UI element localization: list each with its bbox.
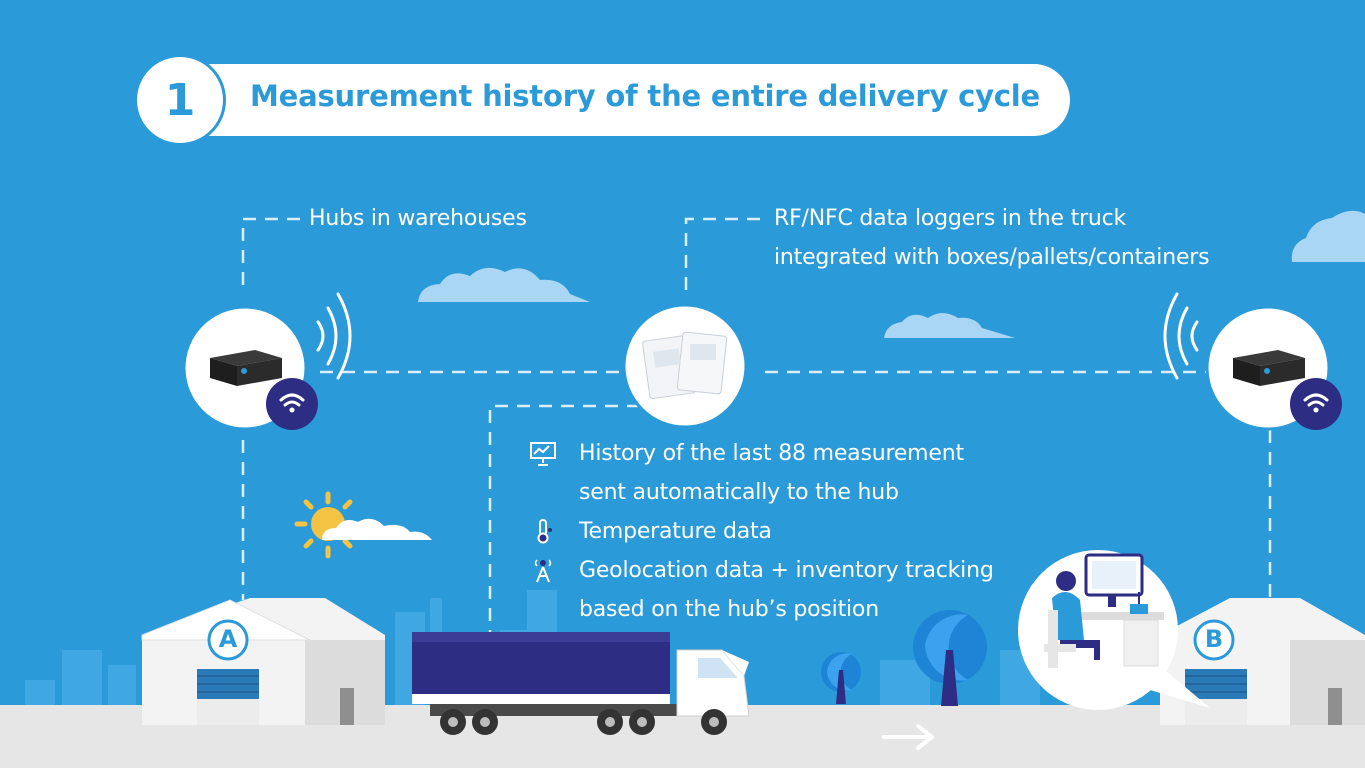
history-text-line1: History of the last 88 measurement (579, 441, 964, 466)
warehouse-a-label: A (218, 625, 238, 653)
step-number-badge: 1 (137, 57, 223, 143)
thermometer-icon (537, 519, 552, 544)
warehouse-a (141, 598, 385, 725)
page-title: Measurement history of the entire delive… (250, 79, 1040, 113)
temperature-text: Temperature data (579, 519, 772, 544)
data-logger-tags (622, 303, 748, 429)
wifi-icon (266, 378, 318, 430)
geolocation-text-line1: Geolocation data + inventory tracking (579, 558, 994, 583)
cloud-icon (418, 210, 1365, 338)
sun-icon (294, 491, 432, 559)
loggers-label-line2: integrated with boxes/pallets/containers (774, 245, 1210, 270)
history-text-line2: sent automatically to the hub (579, 480, 899, 505)
dashed-connectors (241, 217, 1272, 640)
truck (412, 632, 750, 735)
title-banner (137, 64, 1070, 136)
antenna-tower-icon (534, 559, 552, 583)
warehouse-b (1160, 598, 1365, 725)
signal-waves-right (1163, 292, 1199, 380)
tree (821, 652, 861, 704)
step-number: 1 (164, 74, 196, 126)
hubs-label: Hubs in warehouses (309, 206, 527, 231)
warehouse-b-label: B (1204, 625, 1224, 653)
tree (913, 610, 987, 706)
arrow-right-icon (882, 724, 934, 750)
loggers-label-line1: RF/NFC data loggers in the truck (774, 206, 1127, 231)
geolocation-text-line2: based on the hub’s position (579, 597, 879, 622)
operator-workstation (1018, 550, 1210, 710)
chart-board-icon (530, 442, 556, 466)
wifi-icon (1290, 378, 1342, 430)
signal-waves-left (316, 292, 352, 380)
